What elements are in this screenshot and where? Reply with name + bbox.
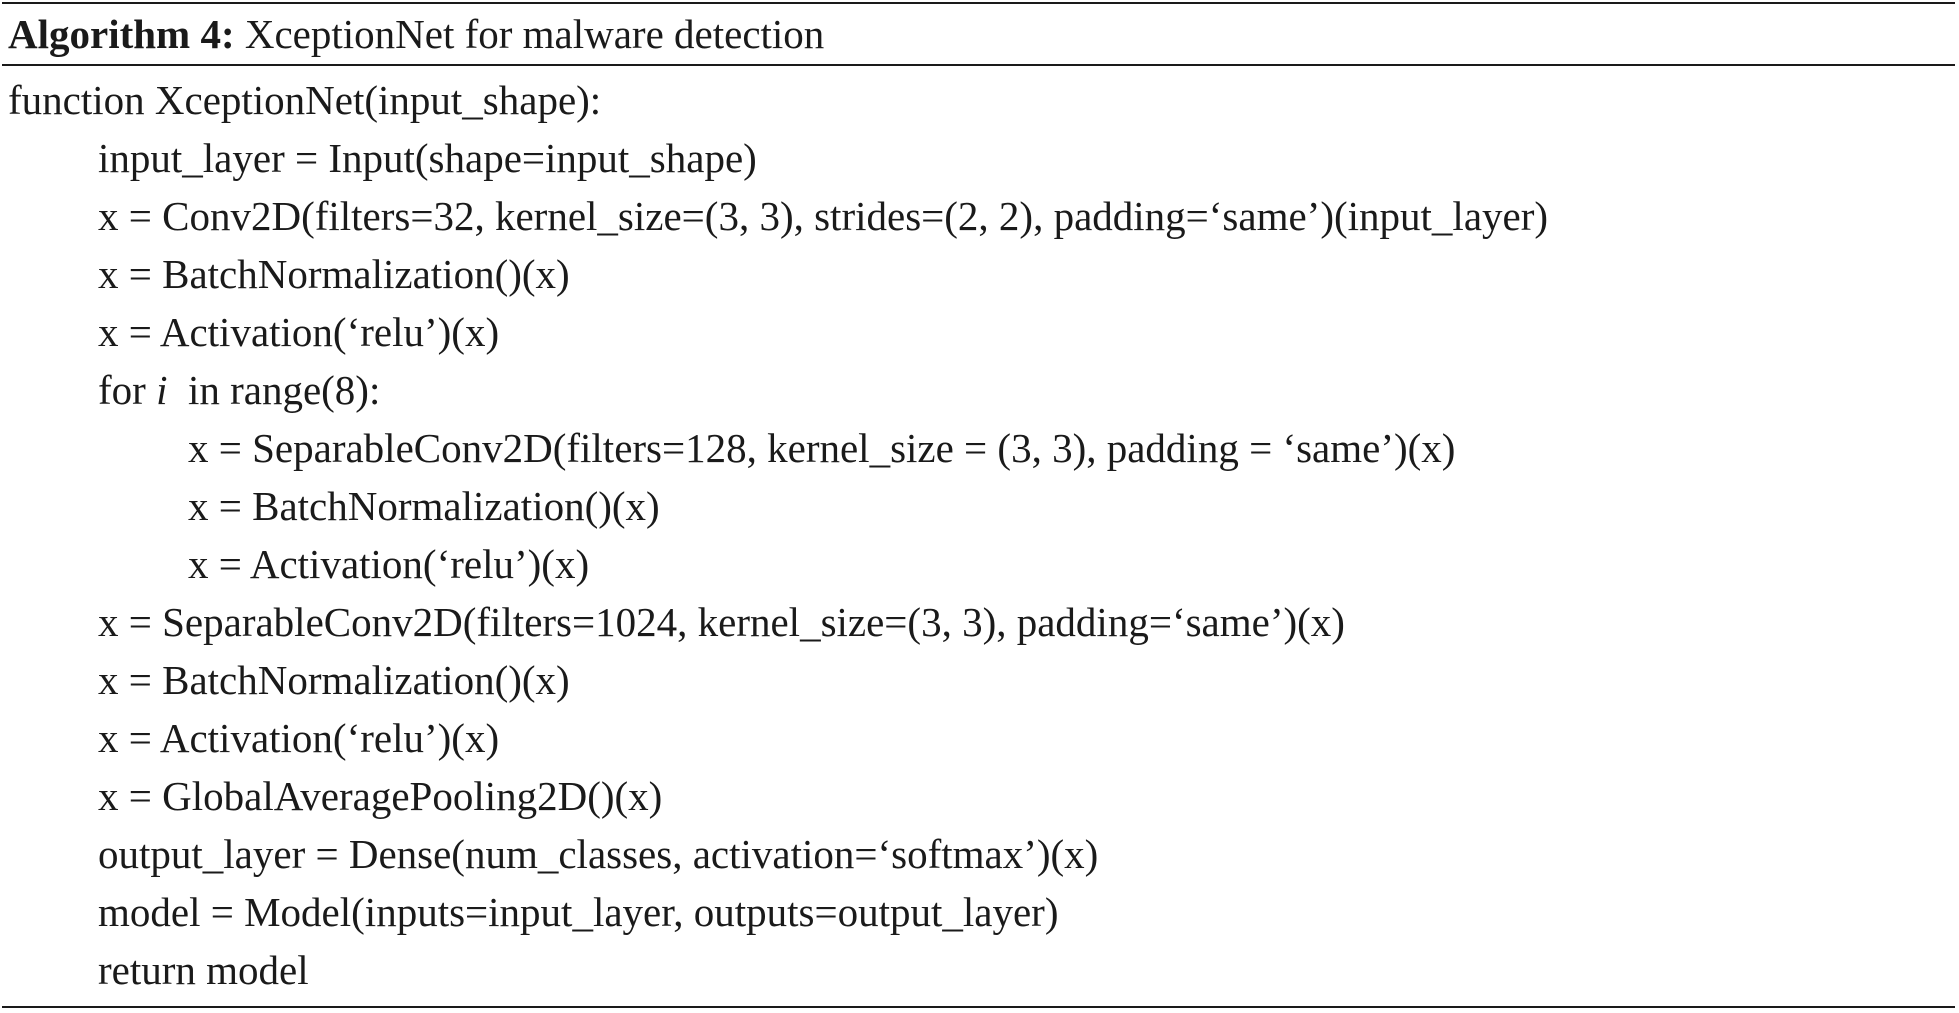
code-line: x = BatchNormalization()(x) — [188, 483, 660, 529]
code-line: x = GlobalAveragePooling2D()(x) — [98, 773, 663, 819]
caption-rule — [2, 64, 1955, 66]
bottom-rule — [2, 1006, 1955, 1008]
loop-variable: i — [156, 367, 168, 413]
algorithm-label: Algorithm 4: — [8, 11, 235, 57]
top-rule — [2, 2, 1955, 4]
code-line: x = Activation(‘relu’)(x) — [98, 309, 500, 355]
code-line: function XceptionNet(input_shape): — [8, 77, 602, 123]
code-line: x = SeparableConv2D(filters=128, kernel_… — [188, 425, 1456, 471]
code-line: x = SeparableConv2D(filters=1024, kernel… — [98, 599, 1345, 645]
algorithm-title: XceptionNet for malware detection — [234, 11, 825, 57]
code-block: function XceptionNet(input_shape): input… — [8, 71, 1548, 999]
algorithm-caption: Algorithm 4: XceptionNet for malware det… — [8, 5, 824, 63]
code-line-loop: for i in range(8): — [98, 367, 381, 413]
code-line: x = Activation(‘relu’)(x) — [98, 715, 500, 761]
code-line: x = BatchNormalization()(x) — [98, 657, 570, 703]
code-line: output_layer = Dense(num_classes, activa… — [98, 831, 1099, 877]
code-line: x = Conv2D(filters=32, kernel_size=(3, 3… — [98, 193, 1549, 239]
code-line: x = BatchNormalization()(x) — [98, 251, 570, 297]
code-line: input_layer = Input(shape=input_shape) — [98, 135, 757, 181]
code-line: return model — [98, 947, 309, 993]
code-line: model = Model(inputs=input_layer, output… — [98, 889, 1059, 935]
code-line: x = Activation(‘relu’)(x) — [188, 541, 590, 587]
